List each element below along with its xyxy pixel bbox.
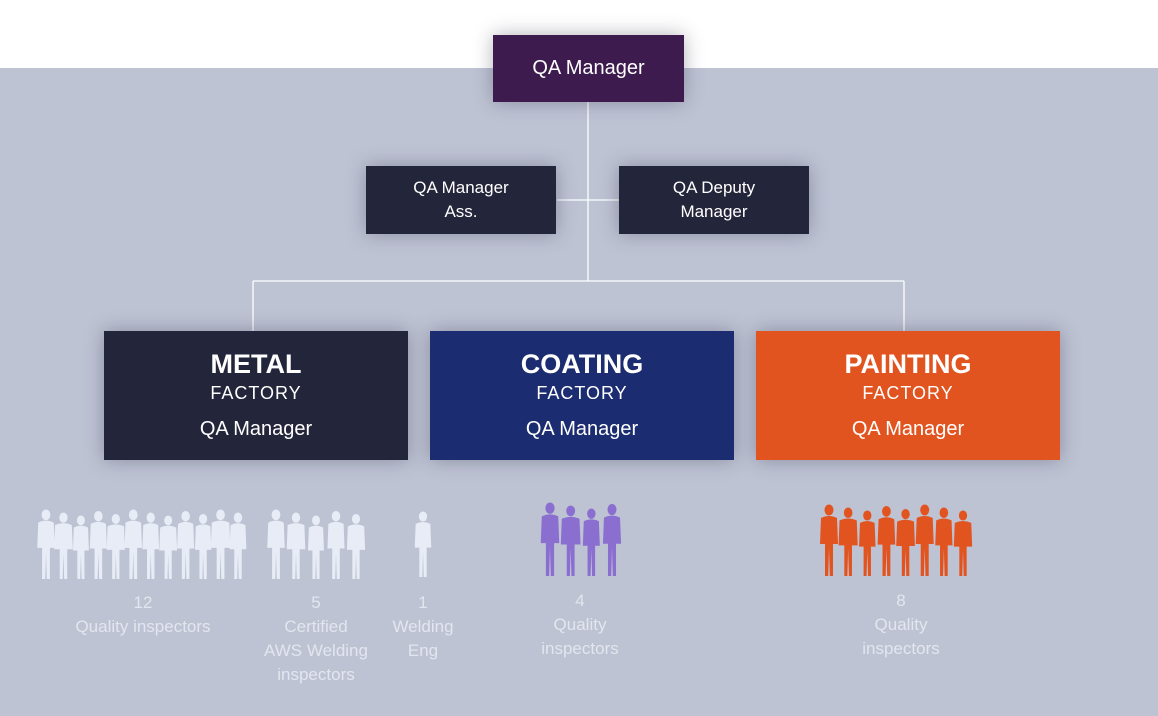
person-silhouette (106, 513, 125, 579)
person-silhouette (229, 512, 247, 579)
people-silhouettes-1 (414, 511, 432, 577)
painting-factory-box: PAINTING FACTORY QA Manager (756, 331, 1060, 460)
metal-factory-type: FACTORY (210, 382, 302, 403)
group-label-quality-inspectors-coating: 4 Quality inspectors (525, 589, 635, 661)
qa-deputy-manager-box: QA Deputy Manager (619, 166, 809, 234)
coating-factory-role: QA Manager (525, 417, 639, 440)
person-silhouette (935, 507, 953, 576)
metal-factory-role: QA Manager (199, 417, 313, 440)
person-silhouette (896, 508, 915, 576)
person-silhouette (327, 510, 345, 579)
person-silhouette (838, 507, 858, 576)
person-silhouette (54, 512, 73, 579)
person-silhouette (210, 509, 231, 579)
person-silhouette (159, 515, 178, 579)
coating-factory-box: COATING FACTORY QA Manager (430, 331, 734, 460)
group-label-welding-eng: 1 Welding Eng (383, 591, 463, 663)
group-label-line: Welding (392, 617, 454, 636)
qa-manager-assistant-box: QA Manager Ass. (366, 166, 556, 234)
assistant-line1: QA Manager (413, 178, 509, 197)
group-label-line: Quality (874, 615, 928, 634)
group-label-line: inspectors (862, 639, 940, 658)
person-silhouette (37, 509, 55, 579)
people-silhouettes-5 (267, 509, 366, 579)
person-silhouette (194, 513, 212, 579)
person-silhouette (346, 513, 366, 579)
person-silhouette (72, 515, 89, 579)
person-silhouette (124, 509, 143, 579)
coating-factory-name: COATING (520, 348, 644, 379)
group-count: 5 (311, 593, 321, 612)
person-silhouette (560, 505, 581, 576)
people-silhouettes-12 (37, 509, 247, 579)
person-silhouette (859, 510, 876, 576)
group-count: 4 (575, 591, 585, 610)
group-count: 8 (896, 591, 906, 610)
qa-manager-box: QA Manager (493, 35, 684, 102)
person-silhouette (142, 512, 160, 579)
metal-factory-box: METAL FACTORY QA Manager (104, 331, 408, 460)
person-silhouette (177, 510, 195, 579)
group-label-quality-inspectors-metal: 12 Quality inspectors (62, 591, 224, 639)
person-silhouette (308, 515, 324, 579)
person-silhouette (286, 512, 306, 579)
assistant-line2: Ass. (444, 202, 478, 221)
person-silhouette (877, 505, 896, 576)
person-silhouette (582, 508, 600, 576)
painting-factory-name: PAINTING (844, 348, 972, 379)
group-label-line: Quality inspectors (75, 617, 211, 636)
group-label-line: Eng (407, 641, 439, 660)
group-label-line: Quality (553, 615, 607, 634)
coating-factory-type: FACTORY (536, 382, 628, 403)
group-label-line: AWS Welding (264, 641, 368, 660)
person-silhouette (953, 510, 973, 576)
group-label-line: inspectors (277, 665, 355, 684)
person-silhouette (267, 509, 285, 579)
deputy-line1: QA Deputy (672, 178, 756, 197)
qa-manager-label: QA Manager (532, 57, 645, 79)
painting-factory-role: QA Manager (851, 417, 965, 440)
person-silhouette (414, 511, 432, 577)
person-silhouette (89, 510, 107, 579)
group-label-aws-welding-inspectors: 5 Certified AWS Welding inspectors (252, 591, 380, 687)
group-count: 1 (418, 593, 428, 612)
person-silhouette (915, 504, 934, 576)
deputy-line2: Manager (680, 202, 748, 221)
people-silhouettes-8 (820, 504, 973, 576)
person-silhouette (602, 504, 622, 576)
group-label-line: inspectors (541, 639, 619, 658)
group-label-quality-inspectors-painting: 8 Quality inspectors (846, 589, 956, 661)
group-label-line: Certified (284, 617, 348, 636)
painting-factory-type: FACTORY (862, 382, 954, 403)
people-silhouettes-4 (540, 502, 622, 576)
group-count: 12 (133, 593, 153, 612)
person-silhouette (820, 504, 838, 576)
person-silhouette (540, 502, 560, 576)
metal-factory-name: METAL (210, 348, 302, 379)
